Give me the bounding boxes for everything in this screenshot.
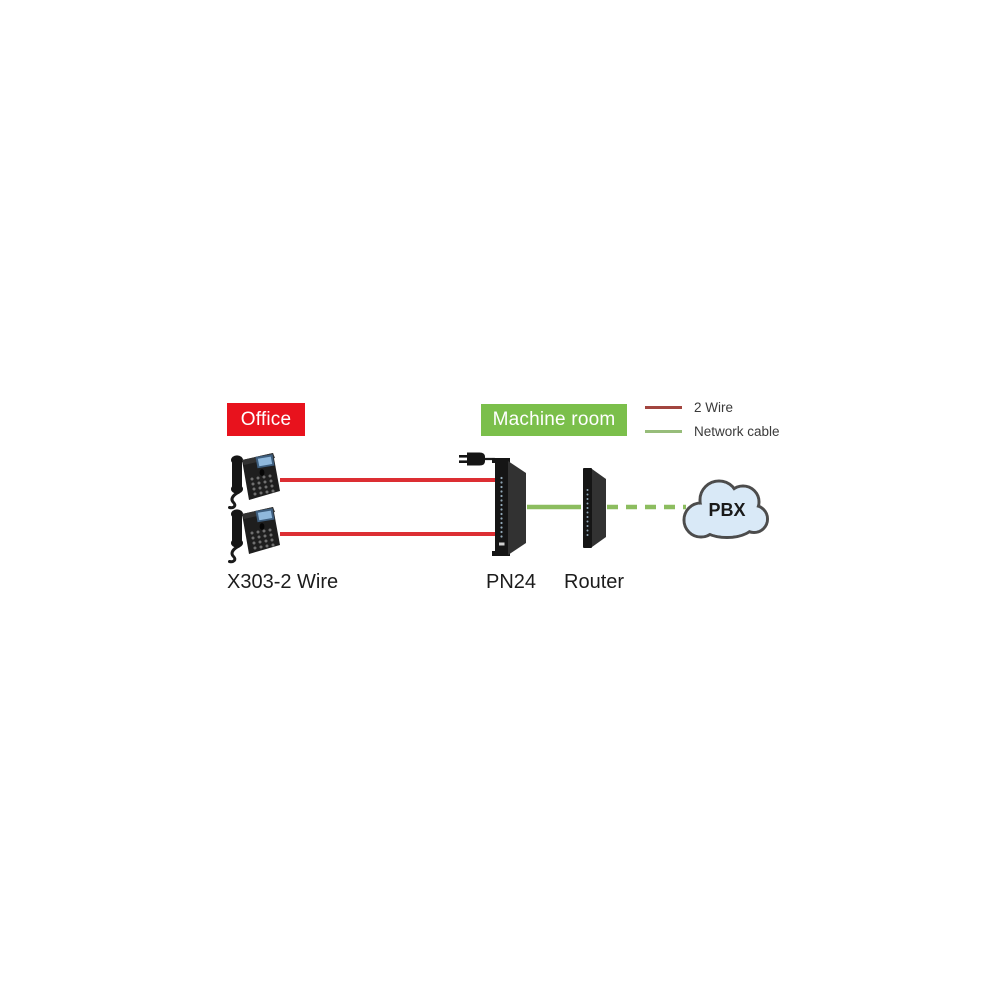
legend-label-2wire: 2 Wire <box>694 399 734 415</box>
legend-label-network-cable: Network cable <box>694 423 780 439</box>
pn24-device-icon <box>492 458 526 556</box>
office-region-label: Office <box>227 403 305 436</box>
legend-item-2wire: 2 Wire <box>645 399 733 415</box>
legend-item-network-cable: Network cable <box>645 423 780 439</box>
router-caption: Router <box>564 571 625 593</box>
phone-icon <box>228 505 282 564</box>
pn24-caption: PN24 <box>486 571 537 593</box>
phones-caption: X303-2 Wire <box>227 571 339 593</box>
router-device-icon <box>583 468 606 548</box>
pbx-cloud-label: PBX <box>708 500 745 520</box>
machine-room-region-label: Machine room <box>481 404 627 436</box>
pbx-cloud-icon: PBX <box>682 479 769 539</box>
2wire-line-swatch-icon <box>645 405 682 409</box>
network-cable-line-swatch-icon <box>645 429 682 433</box>
phone-icon <box>228 451 282 510</box>
